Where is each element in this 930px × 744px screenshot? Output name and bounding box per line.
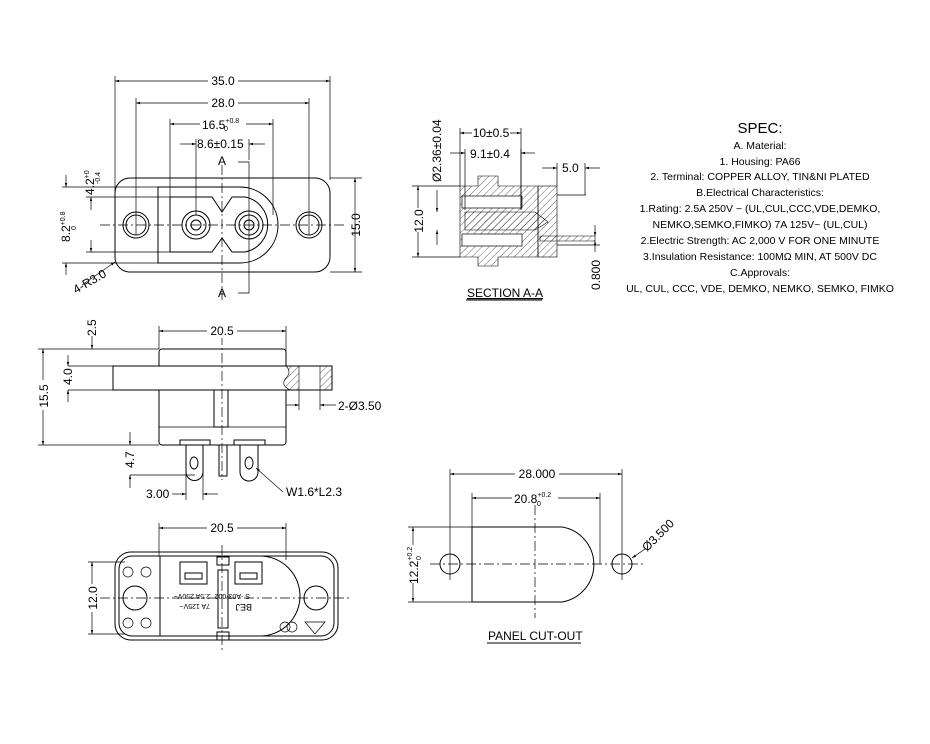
dim-terminal-thickness: 0.800 bbox=[589, 260, 603, 290]
spec-block: SPEC: A. Material: 1. Housing: PA66 2. T… bbox=[626, 120, 894, 295]
marking-part-number: S -A03-002 bbox=[214, 592, 250, 599]
dim-width: 20.5 bbox=[210, 521, 234, 535]
dim-opening-width: 16.5+0.8 bbox=[202, 118, 239, 132]
pin-section bbox=[464, 211, 549, 231]
dim-cutout-height: 12.2+0.2 bbox=[407, 547, 421, 584]
tol-lower: 0 bbox=[537, 501, 541, 508]
marking-rating-1: 2.5A 250V~ bbox=[174, 592, 210, 599]
tol-lower: 0 bbox=[71, 226, 78, 230]
dim-body-width: 20.5 bbox=[210, 324, 234, 338]
corner-radius: 4-R3.0 bbox=[71, 266, 109, 296]
dim-recess: 4.2+0 bbox=[83, 170, 97, 195]
dim-top: 2.5 bbox=[85, 319, 99, 336]
terminal-middle bbox=[218, 444, 228, 477]
dim-pin-pitch: 3.00 bbox=[146, 487, 170, 501]
tol-lower: 0 bbox=[416, 556, 423, 560]
dim-height: 15.0 bbox=[349, 213, 363, 237]
spec-line: A. Material: bbox=[733, 140, 786, 152]
socket-opening bbox=[169, 196, 269, 253]
dim-hole-spacing: 28.0 bbox=[211, 96, 235, 110]
section-mark-bottom: A bbox=[218, 286, 226, 300]
spec-line: UL, CUL, CCC, VDE, DEMKO, NEMKO, SEMKO, … bbox=[626, 283, 894, 295]
section-view: 10±0.5 9.1±0.4 5.0 12.0 Ø2.36±0.04 0.800… bbox=[412, 119, 603, 301]
tol-lower: -0.4 bbox=[95, 172, 102, 184]
cutout-title: PANEL CUT-OUT bbox=[488, 629, 583, 643]
tol-lower: 0 bbox=[224, 126, 228, 133]
dim-overall-width: 35.0 bbox=[211, 74, 235, 88]
marking-rating-2: 7A 125V~ bbox=[179, 602, 210, 609]
dim-opening-height: 8.2+0.8 bbox=[59, 211, 73, 242]
hole-diameter: Ø3.500 bbox=[639, 516, 677, 554]
dim-flange: 4.0 bbox=[61, 368, 75, 385]
section-mark-top: A bbox=[218, 154, 226, 168]
dim-pin-length: 4.7 bbox=[123, 451, 137, 468]
dim-hole-spacing: 28.000 bbox=[519, 467, 556, 481]
marking-brand: BEJ bbox=[235, 602, 252, 612]
spec-line: NEMKO,SEMKO,FIMKO) 7A 125V~ (UL,CUL) bbox=[652, 219, 867, 231]
cutout-outline bbox=[471, 526, 595, 603]
spec-title: SPEC: bbox=[737, 120, 782, 137]
dim-height: 12.0 bbox=[86, 586, 100, 610]
spec-line: 1. Housing: PA66 bbox=[720, 156, 801, 168]
dim-depth: 10±0.5 bbox=[473, 126, 510, 140]
spec-line: 2. Terminal: COPPER ALLOY, TIN&NI PLATED bbox=[650, 171, 870, 183]
dim-section-height: 12.0 bbox=[412, 209, 426, 233]
spec-line: B.Electrical Characteristics: bbox=[696, 187, 824, 199]
spec-line: 1.Rating: 2.5A 250V ~ (UL,CUL,CCC,VDE,DE… bbox=[640, 203, 881, 215]
dim-height: 15.5 bbox=[37, 384, 51, 408]
bottom-view: S -A03-002 2.5A 250V~ 7A 125V~ BEJ 20.5 … bbox=[86, 521, 350, 652]
dim-pin-diameter: Ø2.36±0.04 bbox=[430, 119, 444, 182]
dim-pin-length: 9.1±0.4 bbox=[470, 147, 510, 161]
spec-line: C.Approvals: bbox=[730, 267, 790, 279]
terminal-right bbox=[239, 445, 259, 482]
panel-cutout: 28.000 20.8+0.2 0 12.2+0.2 0 Ø3.500 PANE… bbox=[406, 467, 677, 644]
side-view: 20.5 2.5 4.0 15.5 4.7 3.00 2-Ø3.50 W1.6*… bbox=[36, 319, 382, 501]
front-view: 35.0 28.0 16.5+0.8 0 8.6±0.15 A A 15.0 4… bbox=[59, 74, 363, 300]
dim-contact-pitch: 8.6±0.15 bbox=[197, 137, 244, 151]
section-title: SECTION A-A bbox=[467, 286, 543, 300]
spec-line: 2.Electric Strength: AC 2,000 V FOR ONE … bbox=[641, 235, 880, 247]
dim-cutout-width: 20.8+0.2 bbox=[514, 492, 551, 506]
spec-line: 3.Insulation Resistance: 100MΩ MIN, AT 5… bbox=[643, 251, 877, 263]
hole-callout: 2-Ø3.50 bbox=[338, 399, 382, 413]
slot-callout: W1.6*L2.3 bbox=[286, 485, 342, 499]
body-outline bbox=[158, 348, 287, 446]
dim-back: 5.0 bbox=[562, 161, 579, 175]
